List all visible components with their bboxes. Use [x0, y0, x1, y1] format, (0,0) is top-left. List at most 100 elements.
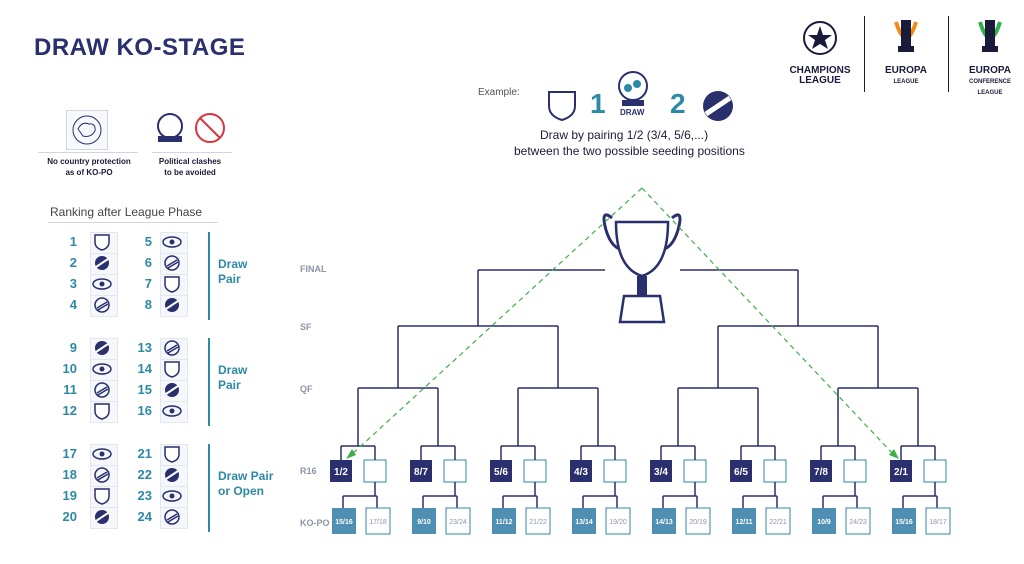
political-clash-icon [157, 113, 225, 143]
kopo-open-label: 21/22 [529, 519, 547, 526]
club-shield-icon [160, 401, 188, 423]
example-label: Example: [478, 87, 520, 98]
r16-empty-box [763, 459, 787, 483]
example-desc-2: between the two possible seeding positio… [514, 144, 745, 158]
kopo-open-label: 24/23 [849, 519, 867, 526]
shield-icon [548, 91, 576, 122]
rank-number: 3 [69, 276, 77, 291]
kopo-open-label: 17/18 [369, 519, 387, 526]
r16-seed-label: 8/7 [414, 467, 428, 478]
rank-number: 23 [137, 488, 152, 503]
rank-number: 17 [62, 446, 77, 461]
rank-number: 14 [137, 361, 152, 376]
rank-number: 4 [69, 297, 77, 312]
example-desc-1: Draw by pairing 1/2 (3/4, 5/6,...) [540, 128, 709, 142]
r16-seed-box [730, 460, 752, 482]
r16-seed-label: 1/2 [334, 467, 348, 478]
rule-underline [38, 152, 138, 153]
rule-underline [152, 152, 232, 153]
kopo-open-label: 19/20 [609, 519, 627, 526]
dashed-arrow-line [641, 187, 896, 457]
kopo-seed-label: 14/13 [655, 519, 673, 526]
r16-seed-box [490, 460, 512, 482]
draw-bowl-icon [618, 71, 648, 106]
rank-number: 8 [144, 297, 152, 312]
rank-number: 2 [69, 255, 77, 270]
r16-seed-label: 2/1 [894, 467, 908, 478]
country-protection-icon-box [66, 110, 108, 150]
pair-bracket-bar [208, 338, 210, 426]
club-shield-icon [90, 359, 118, 381]
kopo-seed-box [732, 508, 756, 534]
rank-number: 11 [63, 382, 77, 397]
club-shield-icon [90, 253, 118, 275]
draw-label: DRAW [620, 108, 645, 117]
kopo-seed-box [652, 508, 676, 534]
r16-seed-label: 3/4 [654, 467, 668, 478]
kopo-open-box [765, 507, 791, 535]
level-label: R16 [300, 466, 317, 476]
club-shield-icon [90, 401, 118, 423]
rank-number: 20 [62, 509, 77, 524]
logo-divider [948, 16, 949, 92]
trophy-icon [602, 213, 682, 324]
r16-seed-box [650, 460, 672, 482]
rank-number: 7 [144, 276, 152, 291]
kopo-open-box [525, 507, 551, 535]
kopo-open-label: 23/24 [449, 519, 467, 526]
r16-empty-box [843, 459, 867, 483]
kopo-open-box [445, 507, 471, 535]
kopo-open-box [845, 507, 871, 535]
kopo-seed-label: 10/9 [817, 519, 831, 526]
kopo-open-box [685, 507, 711, 535]
r16-seed-box [410, 460, 432, 482]
kopo-open-box [925, 507, 951, 535]
r16-empty-box [923, 459, 947, 483]
club-shield-icon [90, 507, 118, 529]
club-shield-icon [160, 274, 188, 296]
club-shield-icon [90, 444, 118, 466]
rank-number: 21 [137, 446, 152, 461]
club-shield-icon [90, 295, 118, 317]
r16-seed-box [330, 460, 352, 482]
club-shield-icon [90, 465, 118, 487]
r16-seed-box [570, 460, 592, 482]
rank-number: 15 [137, 382, 152, 397]
rank-number: 5 [144, 234, 152, 249]
ranking-title: Ranking after League Phase [50, 205, 203, 219]
level-label: SF [300, 322, 312, 332]
pair-bracket-bar [208, 232, 210, 320]
r16-seed-box [890, 460, 912, 482]
level-label: QF [300, 384, 313, 394]
club-shield-icon [160, 232, 188, 254]
dashed-arrow-line [349, 187, 643, 457]
rank-number: 6 [144, 255, 152, 270]
rank-number: 22 [137, 467, 152, 482]
club-shield-icon [160, 295, 188, 317]
page-title: DRAW KO-STAGE [34, 34, 246, 61]
striped-ball-icon [703, 91, 733, 121]
kopo-open-box [605, 507, 631, 535]
rank-number: 19 [62, 488, 77, 503]
rank-number: 24 [137, 509, 152, 524]
club-shield-icon [90, 274, 118, 296]
kopo-open-label: 18/17 [929, 519, 947, 526]
r16-empty-box [363, 459, 387, 483]
r16-seed-label: 6/5 [734, 467, 748, 478]
level-label: KO-PO [300, 518, 330, 528]
kopo-open-box [365, 507, 391, 535]
r16-seed-label: 5/6 [494, 467, 508, 478]
rank-number: 9 [69, 340, 77, 355]
rank-number: 12 [62, 403, 77, 418]
kopo-seed-box [412, 508, 436, 534]
